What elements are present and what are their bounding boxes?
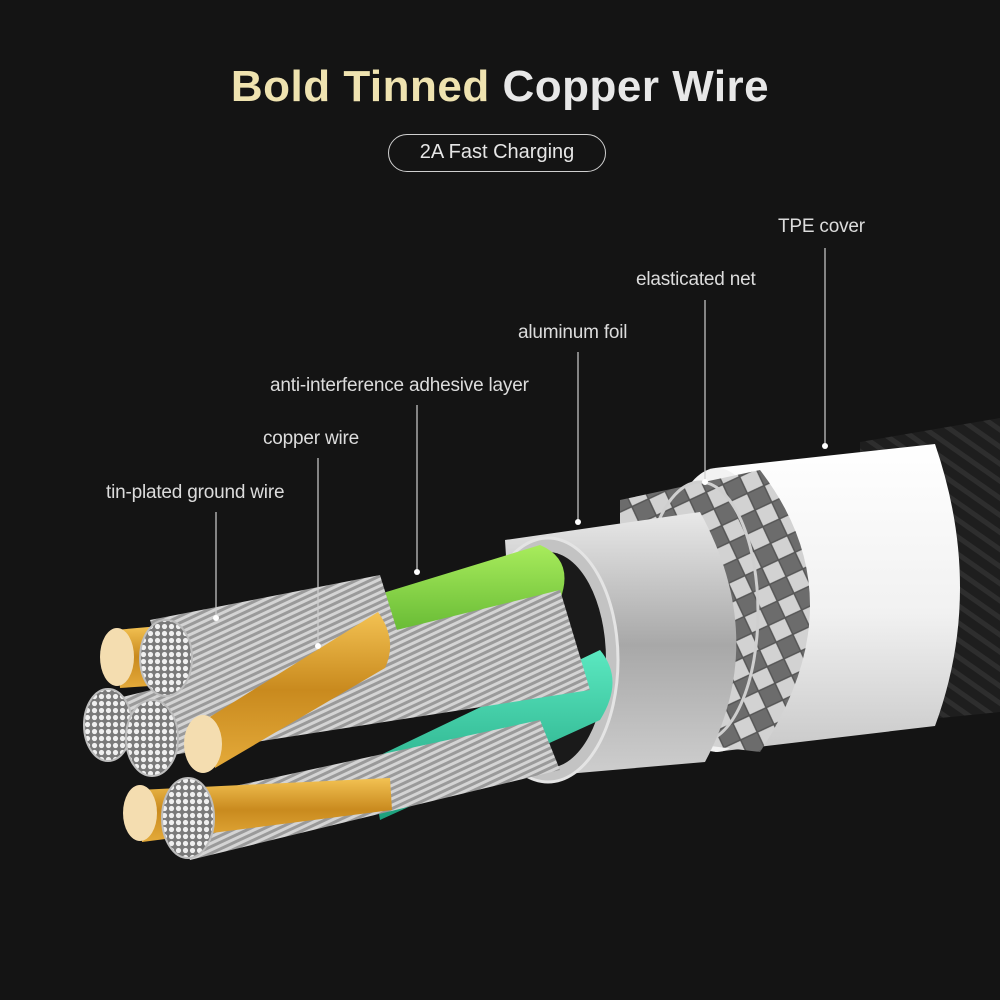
fast-charging-badge: 2A Fast Charging [388, 134, 606, 172]
strand-end-caps [83, 619, 215, 859]
title-part-2: Copper Wire [502, 62, 770, 111]
label-adhesive-layer: anti-interference adhesive layer [270, 375, 529, 396]
title-part-1: Bold Tinned [230, 62, 490, 111]
label-elasticated-net: elasticated net [636, 269, 756, 290]
label-tpe-cover: TPE cover [778, 216, 865, 237]
leader-lines [215, 248, 826, 646]
page-title: Bold Tinned Copper Wire [0, 62, 1000, 112]
label-aluminum-foil: aluminum foil [518, 322, 628, 343]
label-copper-wire: copper wire [263, 428, 360, 449]
label-ground-wire: tin-plated ground wire [106, 482, 285, 503]
leader-dots [213, 443, 828, 649]
